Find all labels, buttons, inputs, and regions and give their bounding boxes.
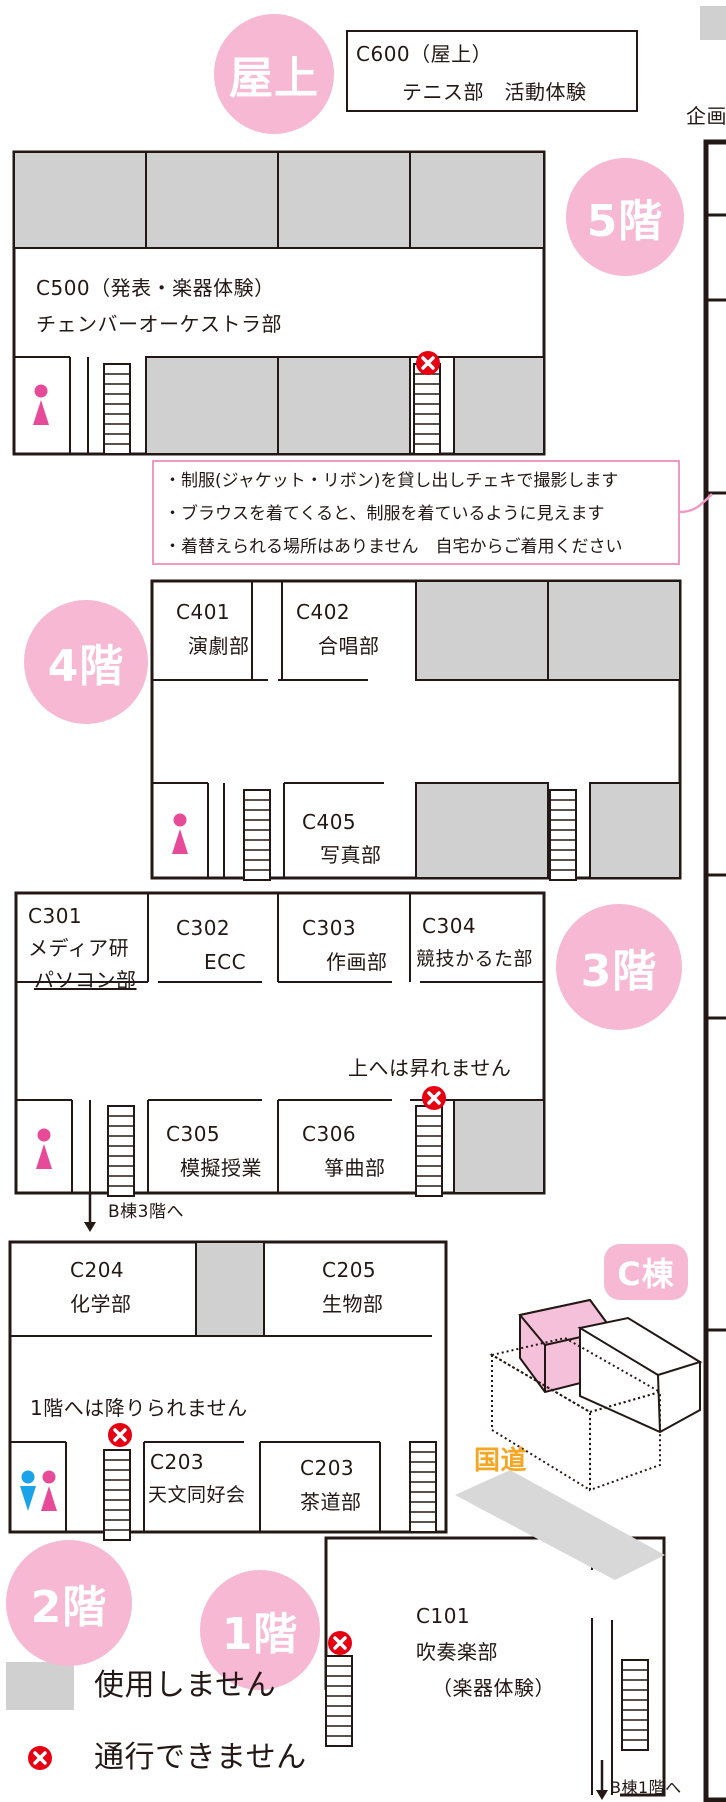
c203b-id: C203: [300, 1456, 355, 1480]
c303-name: 作画部: [326, 950, 388, 974]
c303-id: C303: [302, 916, 357, 940]
note-line: ・着替えられる場所はありません 自宅からご着用ください: [164, 537, 623, 557]
c203-name: 天文同好会: [148, 1484, 246, 1506]
no-pass-icon: [420, 1084, 448, 1112]
c302-id: C302: [176, 916, 231, 940]
c204-name: 化学部: [70, 1292, 132, 1316]
to-b1-label: B棟1階へ: [610, 1778, 682, 1797]
floor-5-plan: [12, 150, 546, 456]
c204-id: C204: [70, 1258, 125, 1282]
c301-id: C301: [28, 904, 83, 928]
floor-1-plan: [324, 1536, 666, 1800]
c402-id: C402: [296, 600, 351, 624]
c405-id: C405: [302, 810, 357, 834]
floor-2-plan: [8, 1240, 448, 1541]
roof-room-text: テニス部 活動体験: [402, 80, 587, 104]
schedule-frame: [679, 139, 726, 1802]
c304-id: C304: [422, 914, 477, 938]
c203-id: C203: [150, 1450, 205, 1474]
floor-3-badge: 3階: [556, 904, 682, 1030]
note-pointer: [679, 493, 713, 514]
c401-name: 演劇部: [188, 634, 250, 658]
no-up-label: 上へは昇れません: [348, 1056, 512, 1080]
note-line: ・ブラウスを着てくると、制服を着ているように見えます: [164, 504, 605, 524]
c-building-diagram: [455, 1298, 703, 1580]
legend-unused-label: 使用しません: [94, 1668, 277, 1703]
no-down-label: 1階へは降りられません: [30, 1396, 248, 1420]
roof-room-box: [346, 30, 638, 112]
legend-gray-swatch: [6, 1662, 74, 1710]
c402-name: 合唱部: [318, 634, 380, 658]
c305-name: 模擬授業: [180, 1156, 262, 1180]
c405-name: 写真部: [320, 843, 382, 867]
c500-room-id: C500（発表・楽器体験）: [36, 276, 275, 300]
no-pass-icon: [326, 1629, 354, 1657]
no-pass-icon: [414, 349, 442, 377]
floor-1-badge: 1階: [200, 1570, 320, 1690]
floor-4-plan: [150, 579, 682, 881]
no-pass-icon: [26, 1744, 54, 1772]
floor-3-plan: [14, 891, 546, 1232]
c301-name: メディア研: [28, 936, 130, 960]
floor-5-badge: 5階: [566, 158, 684, 276]
c305-id: C305: [166, 1122, 221, 1146]
c401-id: C401: [176, 600, 231, 624]
floor-2-badge: 2階: [6, 1540, 132, 1666]
side-cut-label: 企画: [686, 104, 726, 128]
uniform-notes: ・制服(ジャケット・リボン)を貸し出しチェキで撮影します ・ブラウスを着てくると…: [152, 460, 680, 565]
c306-id: C306: [302, 1122, 357, 1146]
c101-sub: （楽器体験）: [432, 1676, 555, 1700]
c306-name: 箏曲部: [324, 1156, 386, 1180]
roof-badge: 屋上: [214, 14, 334, 134]
c205-name: 生物部: [322, 1292, 384, 1316]
c-building-badge: C棟: [604, 1244, 688, 1300]
c203b-name: 茶道部: [300, 1490, 362, 1514]
c101-id: C101: [416, 1604, 471, 1628]
legend-no-pass-label: 通行できません: [94, 1740, 307, 1775]
road-label: 国道: [474, 1446, 528, 1476]
note-line: ・制服(ジャケット・リボン)を貸し出しチェキで撮影します: [164, 471, 619, 491]
c302-name: ECC: [204, 950, 247, 974]
restroom-icon: [20, 1470, 57, 1511]
c301-name2: パソコン部: [34, 968, 137, 992]
c101-name: 吹奏楽部: [416, 1640, 498, 1664]
roof-room-id: C600（屋上）: [356, 42, 493, 66]
c500-room-name: チェンバーオーケストラ部: [36, 312, 282, 336]
to-b3-label: B棟3階へ: [108, 1202, 184, 1222]
c205-id: C205: [322, 1258, 377, 1282]
no-pass-icon: [106, 1421, 134, 1449]
top-gray-block: [700, 6, 726, 40]
c304-name: 競技かるた部: [416, 948, 534, 970]
floor-4-badge: 4階: [24, 600, 148, 724]
